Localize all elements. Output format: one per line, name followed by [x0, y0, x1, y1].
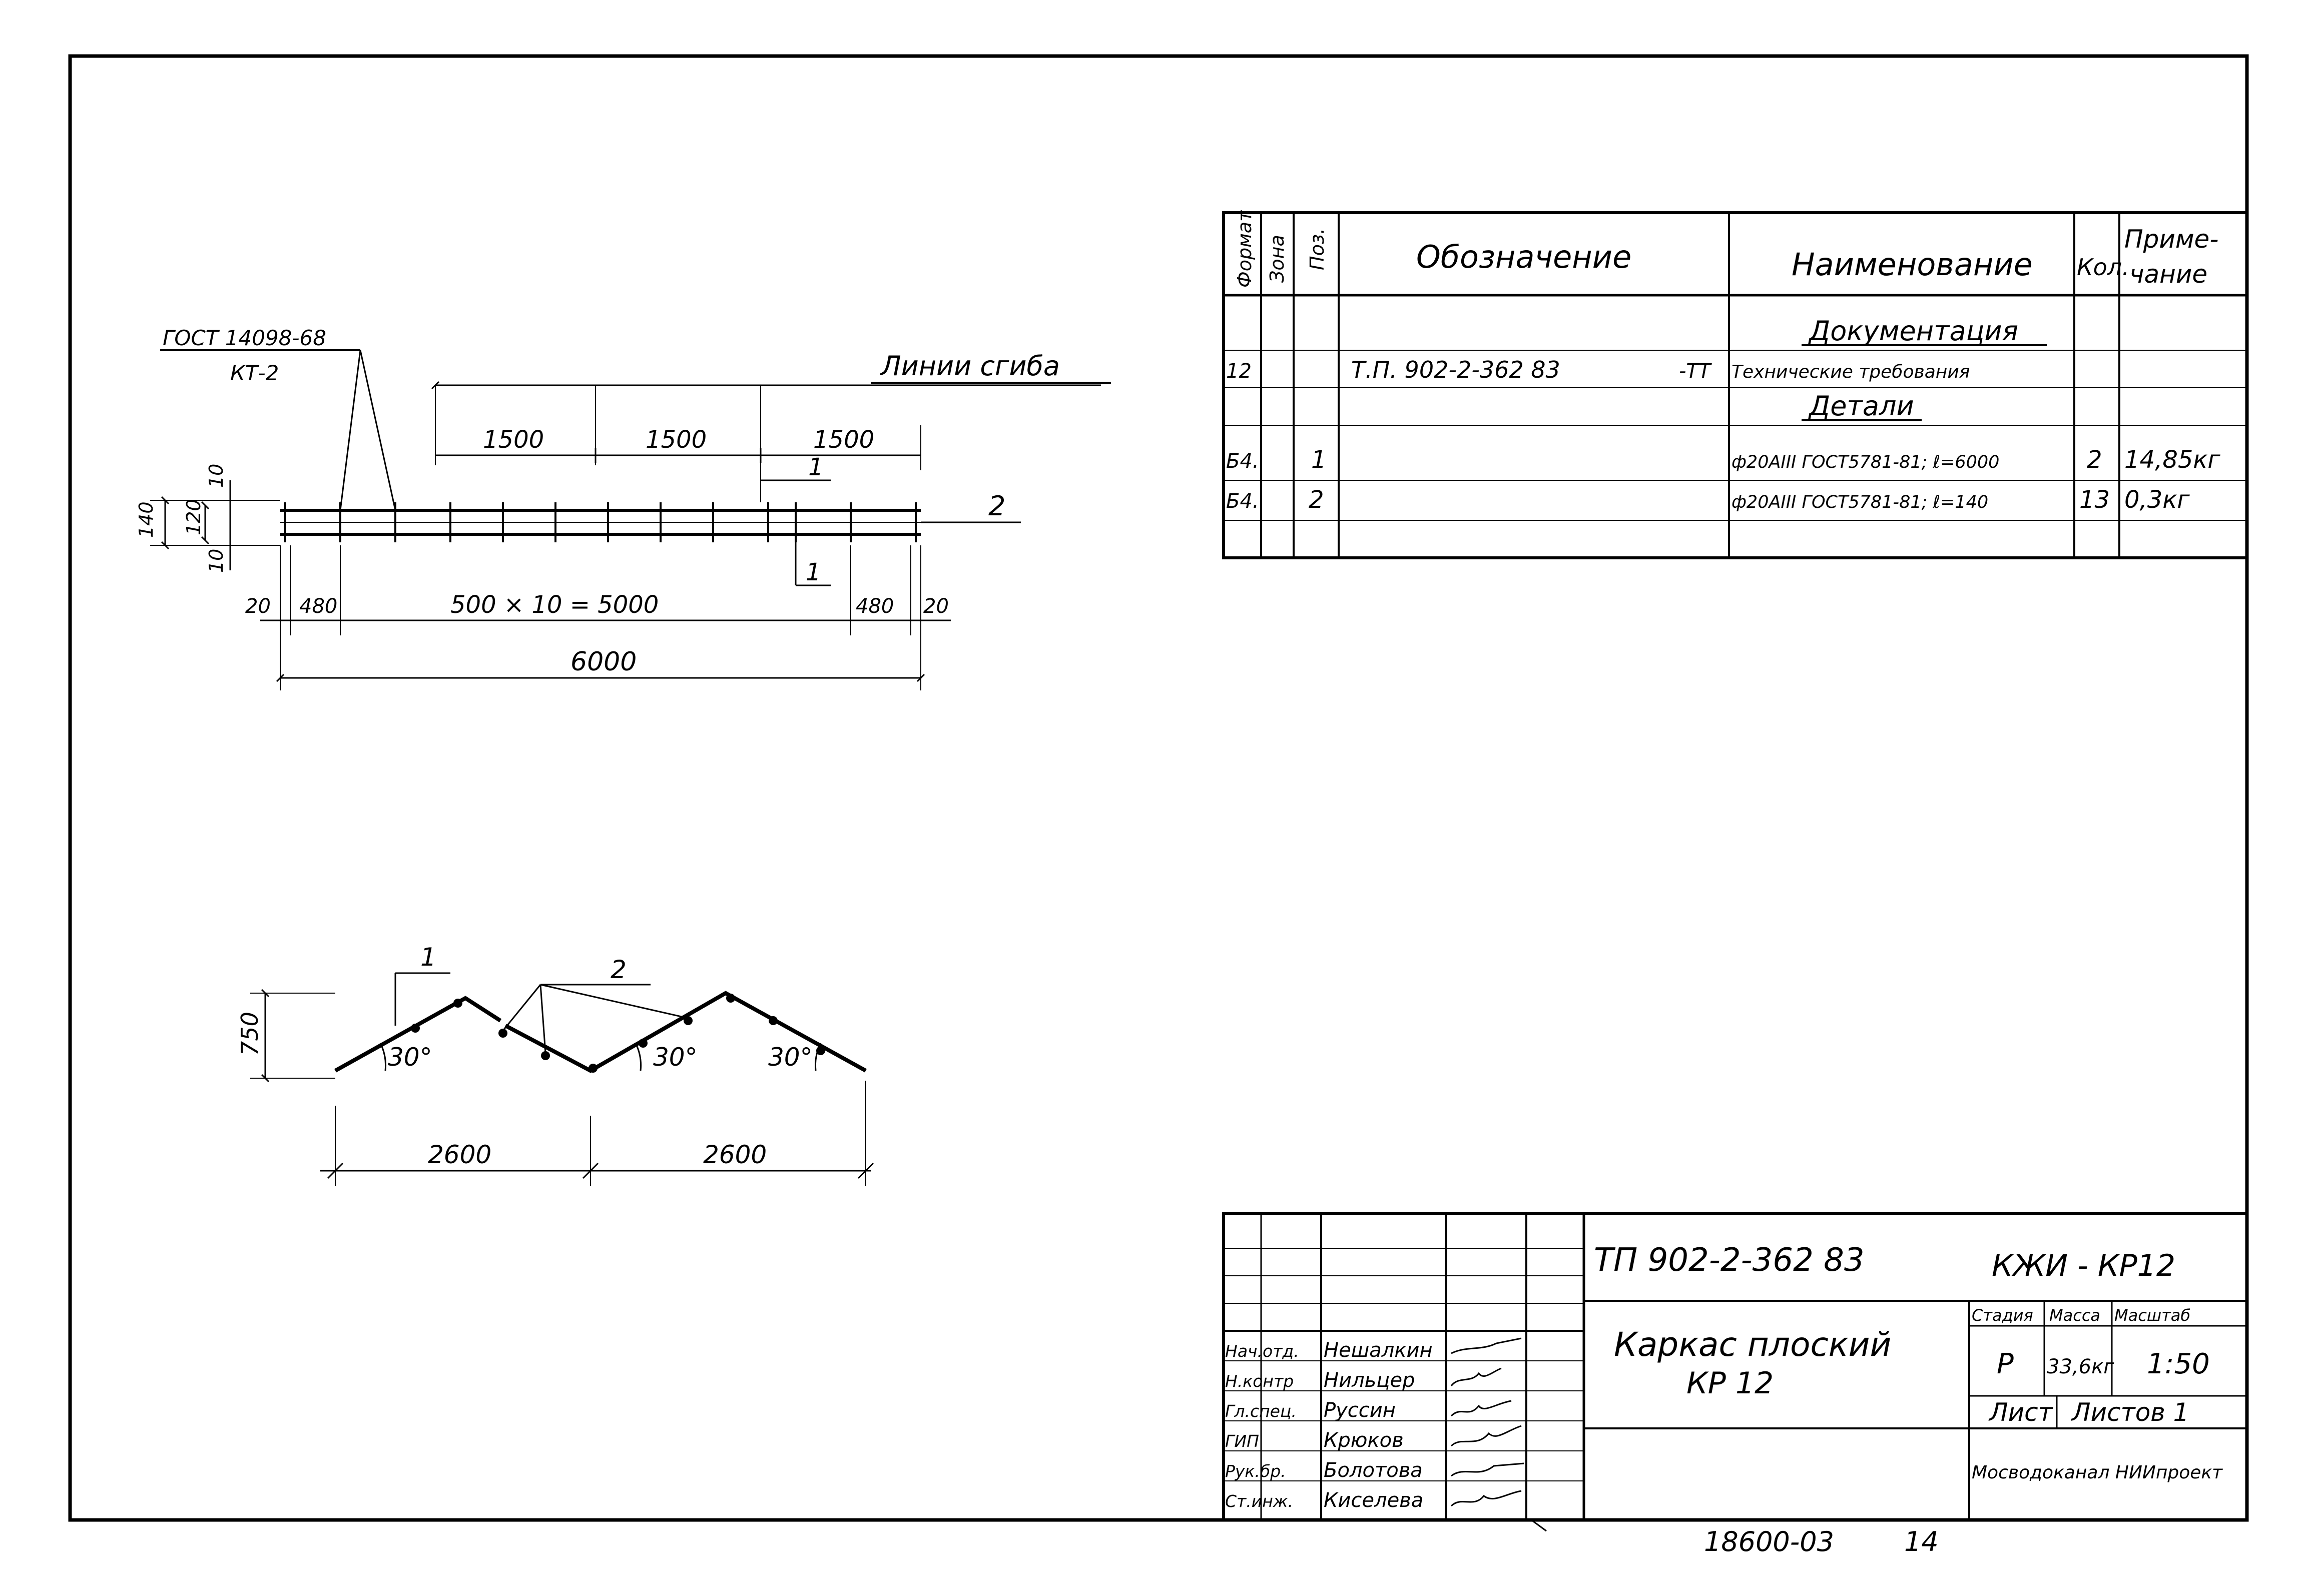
signer-role: Нач.отд.: [1225, 1341, 1299, 1361]
section-pos-1: 1: [420, 943, 436, 972]
sheets-label: Листов 1: [2071, 1398, 2189, 1427]
scale-value: 1:50: [2147, 1348, 2210, 1380]
plan-pos-2: 2: [988, 490, 1005, 522]
signer-name: Нильцер: [1324, 1369, 1415, 1392]
spec-section-parts: Детали: [1808, 390, 1914, 422]
dim-pitch: 500 × 10 = 5000: [450, 591, 659, 619]
dim-140: 140: [135, 501, 157, 538]
spec-header-qty: Кол.: [2077, 254, 2129, 281]
table-row: Б4. 2 ф20АIII ГОСТ5781-81; ℓ=140 13 0,3к…: [1226, 486, 2190, 514]
dim-120: 120: [183, 499, 205, 535]
dim-20-right: 20: [923, 595, 949, 618]
page-number: 14: [1904, 1526, 1939, 1557]
signer-role: Н.контр: [1225, 1371, 1294, 1391]
spec-header-note-2: чание: [2129, 260, 2207, 289]
spec-header-format: Формат: [1234, 210, 1256, 288]
spec-row-3-name: ф20АIII ГОСТ5781-81; ℓ=140: [1732, 492, 1988, 512]
title-block: ТП 902-2-362 83 КЖИ - КР12 Каркас плоски…: [1222, 1212, 2248, 1532]
plan-view: ГОСТ 14098-68 КТ-2 Линии сгиба 1500 1500…: [135, 326, 1111, 690]
signer-role: Рук.бр.: [1225, 1461, 1286, 1481]
project-code: ТП 902-2-362 83: [1594, 1242, 1865, 1279]
drawing-subtitle: КР 12: [1686, 1366, 1774, 1401]
spec-row-1-name: Технические требования: [1732, 362, 1970, 382]
drawing-frame: [68, 54, 2249, 1522]
section-pos-2: 2: [611, 955, 627, 984]
angle-1: 30°: [388, 1043, 432, 1072]
plan-pos-1-bottom: 1: [806, 558, 821, 586]
dim-2600-b: 2600: [703, 1140, 767, 1169]
spec-header-note-1: Приме-: [2124, 225, 2218, 254]
signer-name: Крюков: [1324, 1429, 1404, 1452]
spec-row-3-format: Б4.: [1226, 490, 1259, 513]
spec-row-3-pos: 2: [1309, 486, 1324, 514]
signer-name: Нешалкин: [1324, 1339, 1433, 1362]
stage-value: Р: [1997, 1348, 2014, 1380]
spec-row-2-qty: 2: [2087, 446, 2102, 474]
spec-row-3-note: 0,3кг: [2124, 486, 2190, 514]
scale-label: Масштаб: [2114, 1306, 2190, 1325]
bent-bar-right: [504, 991, 867, 1073]
dim-total: 6000: [570, 647, 637, 677]
dim-10-top: 10: [205, 464, 227, 488]
spec-header-designation: Обозначение: [1416, 239, 1631, 275]
plan-pos-1-top: 1: [808, 453, 824, 481]
spec-section-docs: Документация: [1808, 315, 2018, 347]
signatures: [1450, 1337, 1547, 1532]
mass-label: Масса: [2049, 1306, 2100, 1325]
dim-750: 750: [236, 1012, 263, 1056]
bent-bar-left: [334, 996, 502, 1073]
stage-label: Стадия: [1972, 1306, 2033, 1325]
table-row: Б4. 1 ф20АIII ГОСТ5781-81; ℓ=6000 2 14,8…: [1226, 446, 2220, 474]
dim-1500-c: 1500: [813, 426, 874, 454]
mass-value: 33,6кг: [2047, 1355, 2114, 1378]
spec-header-name: Наименование: [1792, 246, 2033, 283]
kt-label: КТ-2: [230, 361, 279, 385]
dim-1500-a: 1500: [483, 426, 544, 454]
section-view: 30° 30° 30° 1 2 750 2600 2600: [236, 943, 874, 1186]
sheet-label: Лист: [1988, 1398, 2054, 1427]
dim-10-bottom: 10: [205, 549, 227, 573]
signer-name: Киселева: [1324, 1489, 1423, 1512]
spec-row-2-pos: 1: [1311, 446, 1327, 474]
spec-row-1-format: 12: [1226, 360, 1252, 383]
spec-row-3-qty: 13: [2079, 486, 2110, 514]
angle-3: 30°: [768, 1043, 813, 1072]
signers-list: Нач.отд. Нешалкин Н.контр Нильцер Гл.спе…: [1225, 1339, 1433, 1512]
signer-role: Ст.инж.: [1225, 1491, 1293, 1511]
spec-row-2-name: ф20АIII ГОСТ5781-81; ℓ=6000: [1732, 452, 1999, 472]
table-row: 12 Т.П. 902-2-362 83 -ТТ Технические тре…: [1226, 356, 1970, 383]
organization: Мосводоканал НИИпроект: [1972, 1462, 2223, 1483]
dim-1500-b: 1500: [646, 426, 707, 454]
dim-20-left: 20: [245, 595, 271, 618]
spec-row-1-designation: Т.П. 902-2-362 83: [1351, 356, 1560, 383]
signer-name: Руссин: [1324, 1399, 1396, 1422]
signer-role: ГИП: [1225, 1431, 1259, 1451]
dim-480-left: 480: [299, 595, 337, 618]
spec-table: Формат Зона Поз. Обозначение Наименовани…: [1222, 210, 2248, 559]
bend-lines-label: Линии сгиба: [880, 350, 1060, 382]
spec-header-zone: Зона: [1266, 235, 1288, 283]
gost-label: ГОСТ 14098-68: [163, 326, 326, 350]
dim-2600-a: 2600: [428, 1140, 491, 1169]
archive-number: 18600-03: [1704, 1526, 1834, 1557]
signer-name: Болотова: [1324, 1459, 1423, 1482]
section-bar-dots: [411, 994, 825, 1073]
signer-role: Гл.спец.: [1225, 1401, 1297, 1421]
doc-code: КЖИ - КР12: [1992, 1248, 2175, 1283]
spec-row-1-suffix: -ТТ: [1679, 360, 1712, 383]
spec-row-2-note: 14,85кг: [2124, 446, 2220, 474]
spec-header-pos: Поз.: [1306, 228, 1328, 270]
angle-2: 30°: [653, 1043, 698, 1072]
spec-row-2-format: Б4.: [1226, 450, 1259, 473]
dim-480-right: 480: [856, 595, 894, 618]
drawing-title: Каркас плоский: [1614, 1325, 1891, 1364]
